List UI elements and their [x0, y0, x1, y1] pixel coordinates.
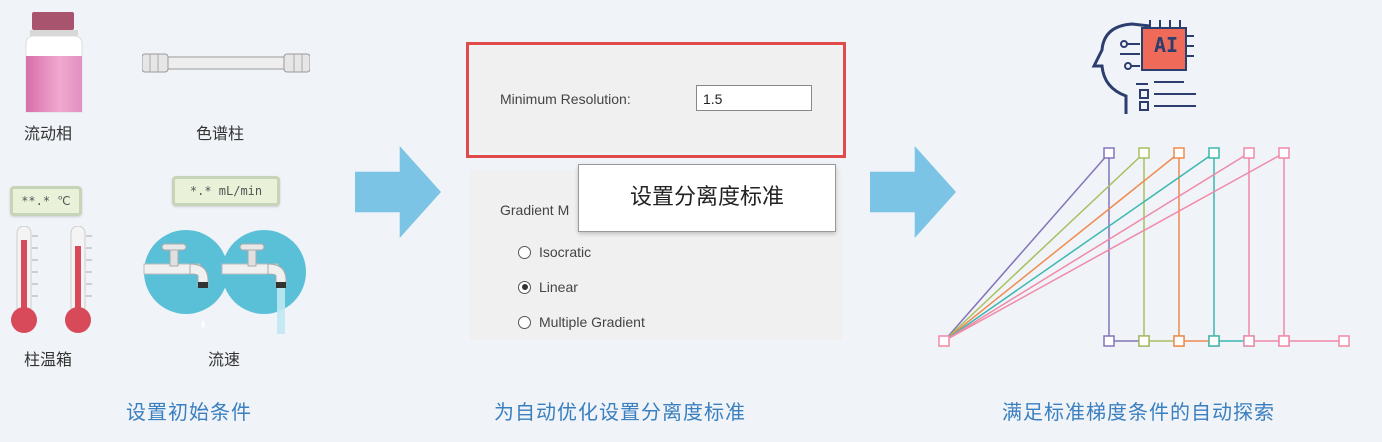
- mobile-phase-bottle-icon: [25, 12, 83, 113]
- column-oven-label: 柱温箱: [24, 350, 73, 369]
- radio-label: Multiple Gradient: [539, 314, 645, 330]
- exploration-path: [943, 147, 1350, 347]
- resolution-highlight-frame: [466, 42, 846, 158]
- radio-button-selected[interactable]: [518, 280, 531, 294]
- temperature-display: **.* ℃: [10, 186, 82, 216]
- min-resolution-label: Minimum Resolution:: [500, 91, 631, 107]
- flow-arrow-icon: [355, 146, 441, 238]
- mobile-phase-label: 流动相: [24, 124, 73, 143]
- radio-multiple-gradient[interactable]: Multiple Gradient: [518, 314, 645, 330]
- radio-label: Isocratic: [539, 244, 592, 260]
- radio-isocratic[interactable]: Isocratic: [518, 244, 591, 260]
- caption-auto-exploration: 满足标准梯度条件的自动探索: [1002, 400, 1275, 424]
- flow-rate-display: *.* mL/min: [172, 176, 280, 206]
- thermometer-icon: [11, 226, 38, 333]
- radio-button[interactable]: [518, 315, 531, 329]
- caption-initial-conditions: 设置初始条件: [126, 400, 252, 424]
- min-resolution-input[interactable]: 1.5: [696, 85, 812, 111]
- radio-label: Linear: [539, 279, 578, 295]
- radio-button[interactable]: [518, 245, 531, 259]
- ai-head-icon: [1091, 20, 1196, 114]
- exploration-path: [943, 147, 1290, 347]
- caption-resolution-criteria: 为自动优化设置分离度标准: [494, 400, 746, 424]
- faucet-icon: [143, 230, 228, 328]
- ai-badge: AI: [1153, 33, 1179, 57]
- flow-rate-label: 流速: [208, 350, 241, 369]
- faucet-icon: [221, 230, 306, 334]
- exploration-path: [943, 147, 1150, 347]
- resolution-criteria-callout: 设置分离度标准: [578, 164, 836, 232]
- column-icon: [142, 53, 310, 73]
- column-label: 色谱柱: [196, 124, 245, 143]
- thermometer-icon: [65, 226, 92, 333]
- start-node: [938, 335, 950, 347]
- radio-linear[interactable]: Linear: [518, 279, 578, 295]
- gradient-mode-label: Gradient M: [500, 202, 570, 218]
- gradient-exploration-diagram: [938, 147, 1350, 347]
